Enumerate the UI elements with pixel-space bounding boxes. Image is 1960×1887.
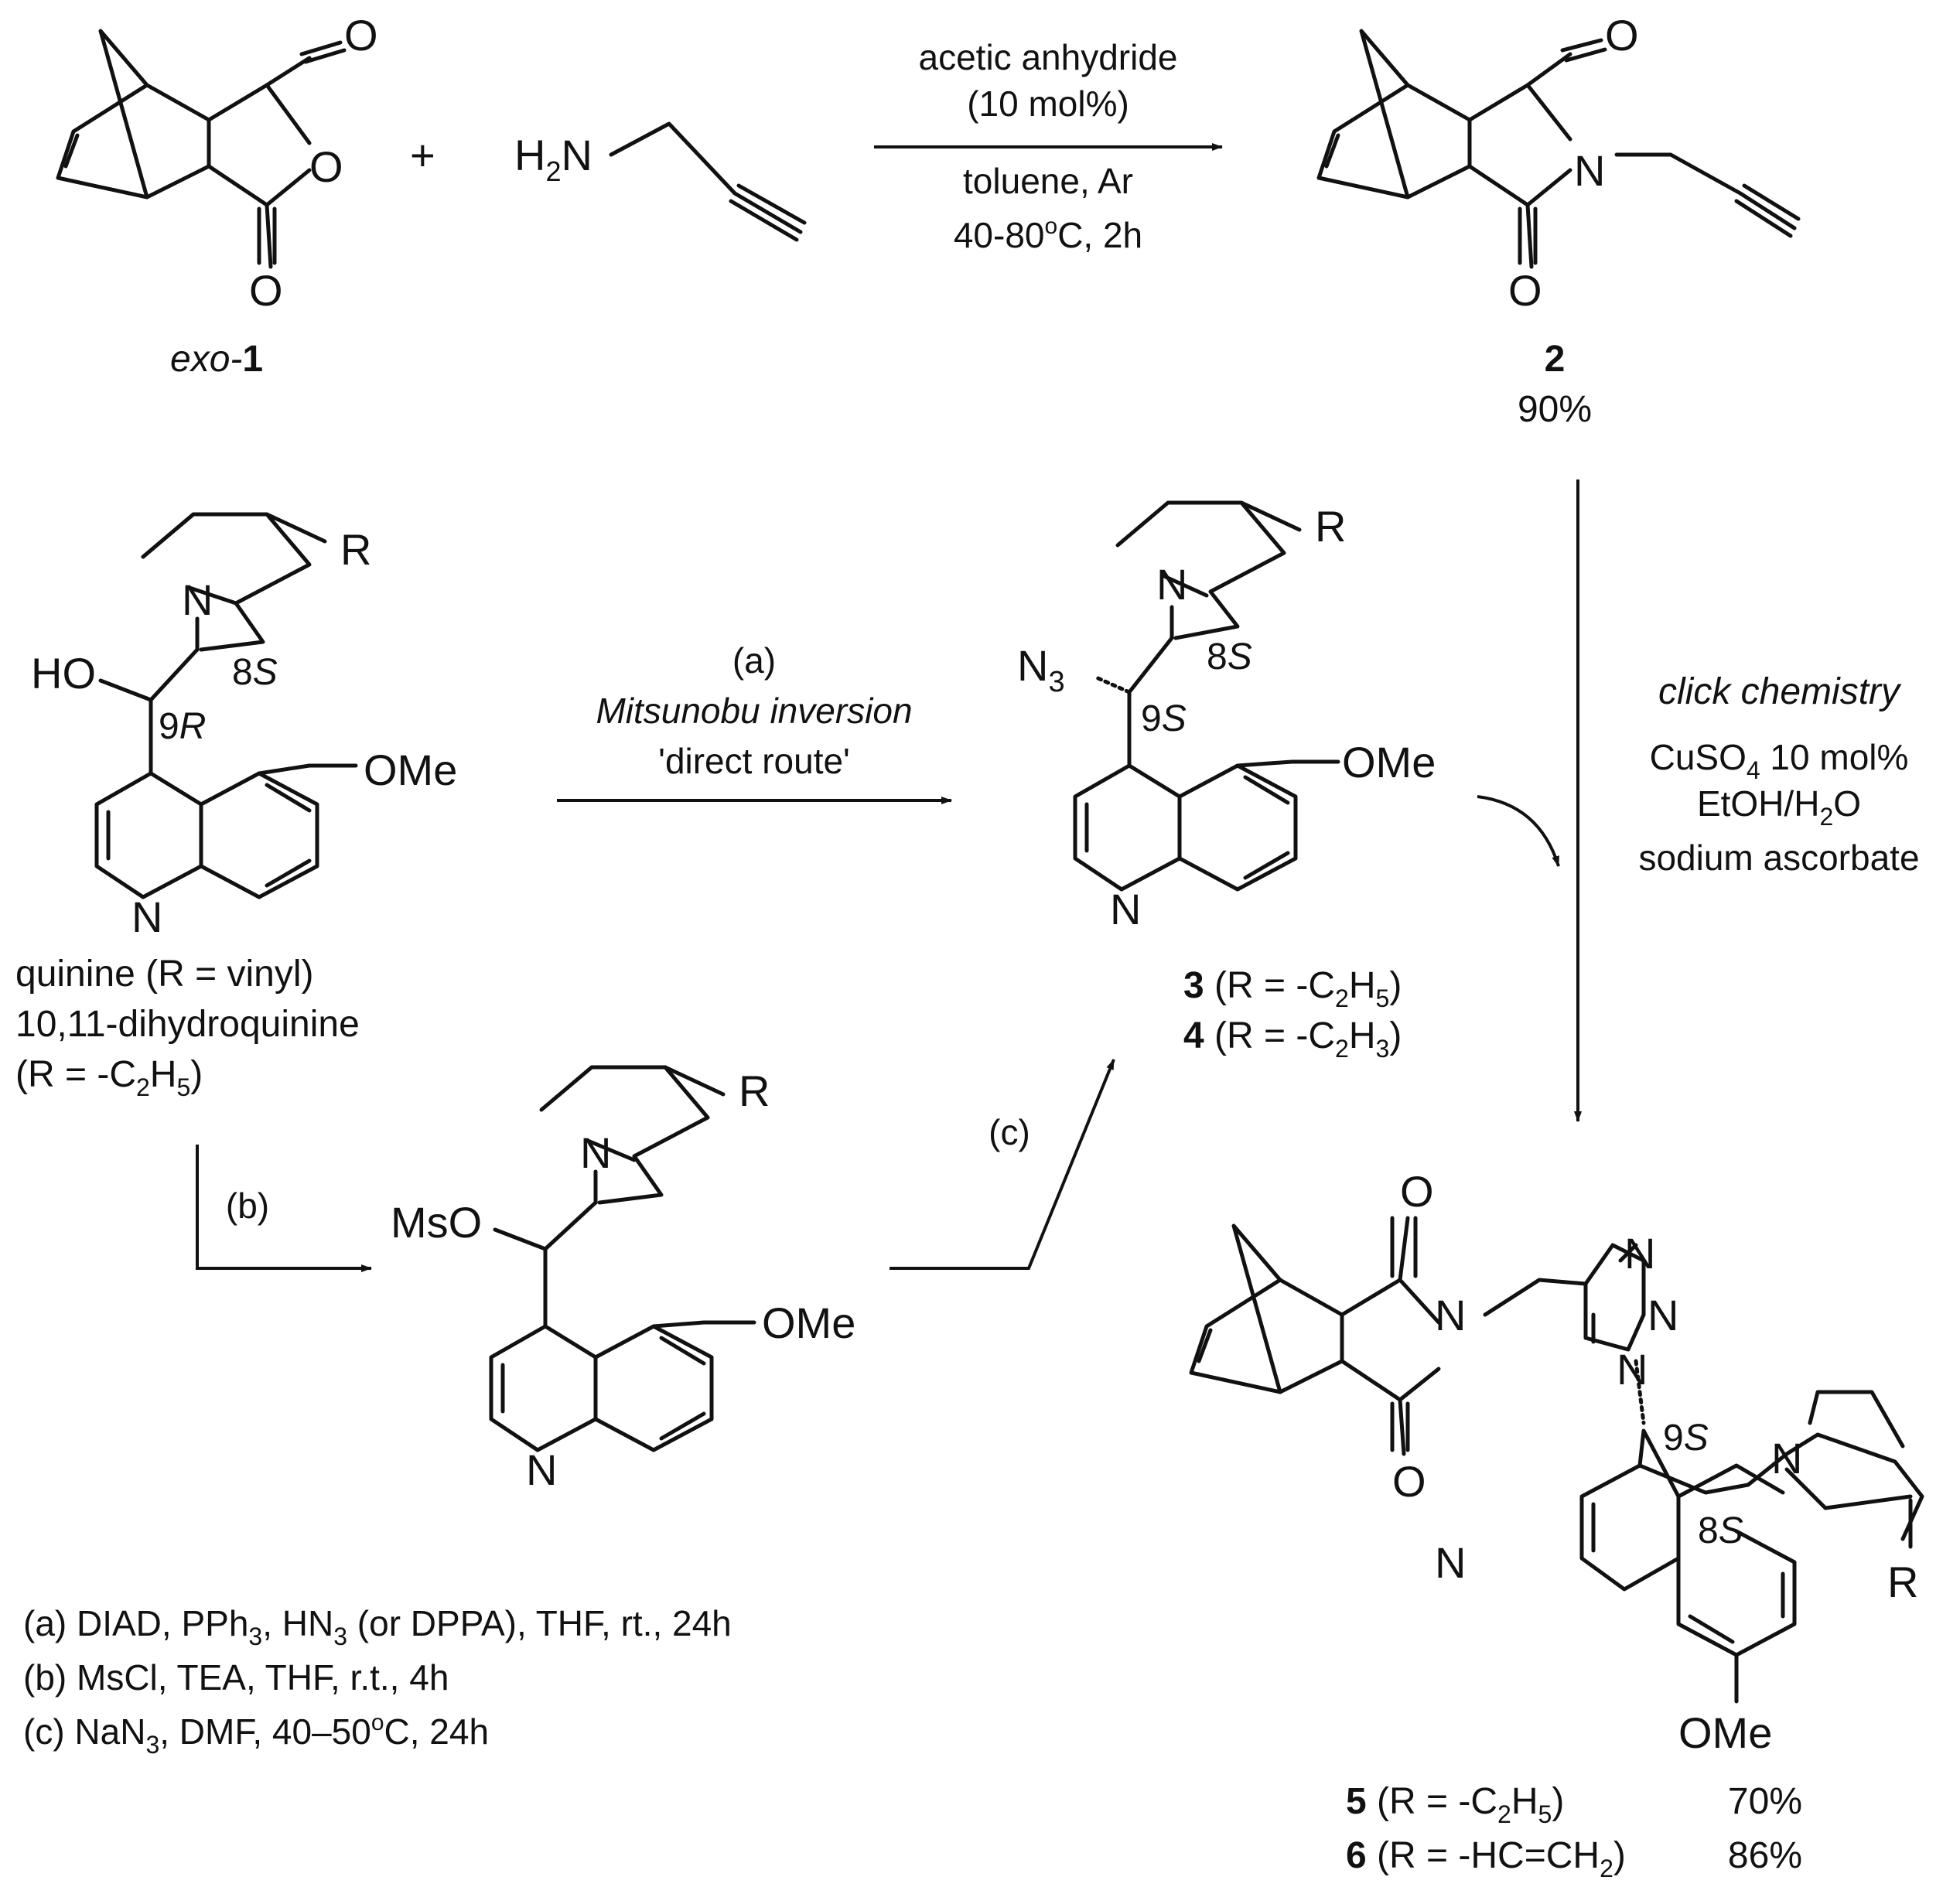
click-ascorbate: sodium ascorbate <box>1638 838 1919 878</box>
quinine-n-ring: N <box>131 892 162 941</box>
mesylate-structure: MsO OMe N N R <box>391 1065 855 1494</box>
footnote-b: (b) MsCl, TEA, THF, r.t., 4h <box>23 1657 449 1698</box>
step-a-mitsunobu: Mitsunobu inversion <box>596 691 912 731</box>
mesylate-ome: OMe <box>762 1298 855 1347</box>
click-title: click chemistry <box>1658 671 1902 712</box>
product-triazole-n1: N <box>1624 1229 1655 1278</box>
azide-n-bridge: N <box>1156 560 1187 609</box>
quinine-ome: OMe <box>364 746 457 794</box>
mesylate-n-ring: N <box>526 1445 557 1494</box>
step-c-label: (c) <box>989 1112 1030 1152</box>
imide2-o-bottom: O <box>1508 266 1542 315</box>
footnote-c: (c) NaN3, DMF, 40–50oC, 24h <box>23 1710 489 1759</box>
product-o-top: O <box>1400 1167 1434 1216</box>
quinine-r: R <box>340 525 371 574</box>
compound-6-yield: 86% <box>1728 1835 1802 1876</box>
compound-3-line: 3 (R = -C2H5) <box>1183 965 1402 1012</box>
exo1-label: exo-1 <box>170 339 263 380</box>
step-a-label: (a) <box>732 640 776 681</box>
click-cuso4: CuSO4 10 mol% <box>1650 737 1909 784</box>
quinine-ho: HO <box>31 649 96 698</box>
azide-r: R <box>1315 502 1346 551</box>
azide-ome: OMe <box>1342 738 1436 787</box>
propargylamine-structure: H2N <box>514 121 807 242</box>
compound-2-yield: 90% <box>1518 389 1592 430</box>
exo1-carbonyl-o-bottom: O <box>249 266 283 315</box>
azide-structure: N3 OMe N N R 9S 8S <box>1017 500 1436 933</box>
cond-mol: (10 mol%) <box>967 84 1129 124</box>
compound-6-line: 6 (R = -HC=CH2) <box>1346 1835 1626 1882</box>
azide-9S: 9S <box>1141 698 1187 739</box>
product-n-ring: N <box>1435 1538 1466 1587</box>
step-b-label: (b) <box>226 1186 269 1226</box>
quinine-n-bridge: N <box>182 575 213 624</box>
cond-acetic: acetic anhydride <box>919 37 1178 77</box>
imide2-n: N <box>1574 146 1605 195</box>
step-c-arrow <box>890 1059 1115 1270</box>
azide-8S: 8S <box>1207 636 1252 677</box>
mesylate-n-bridge: N <box>580 1128 611 1177</box>
compound-5-line: 5 (R = -C2H5) <box>1346 1781 1564 1828</box>
exo1-carbonyl-o-top: O <box>344 11 378 60</box>
azide-n3: N3 <box>1017 641 1065 698</box>
quinine-structure: HO OMe N N R 9R 8S <box>31 512 457 941</box>
mesylate-mso: MsO <box>391 1198 482 1247</box>
quinine-name-2: 10,11-dihydroquinine <box>15 1004 360 1045</box>
product-ome: OMe <box>1678 1708 1772 1757</box>
product-triazole-n2: N <box>1648 1291 1678 1339</box>
product-8S: 8S <box>1698 1510 1743 1551</box>
compound-4-line: 4 (R = -C2H3) <box>1183 1015 1402 1063</box>
quinine-8S: 8S <box>232 652 278 693</box>
amine-h2n: H2N <box>514 131 592 187</box>
exo1-ring-o: O <box>309 142 343 191</box>
product-triazole-n3: N <box>1617 1345 1648 1394</box>
click-solvent: EtOH/H2O <box>1697 783 1861 831</box>
cond-temp: 40-80oC, 2h <box>954 213 1142 255</box>
mesylate-r: R <box>739 1066 770 1115</box>
quinine-name-1: quinine (R = vinyl) <box>15 954 314 995</box>
product-9S: 9S <box>1663 1418 1709 1459</box>
step-b-arrow <box>196 1145 372 1272</box>
plus-sign: + <box>410 131 435 179</box>
product-r: R <box>1887 1558 1918 1606</box>
compound-2-number: 2 <box>1545 339 1566 380</box>
product-o-bottom: O <box>1392 1457 1426 1506</box>
footnote-a: (a) DIAD, PPh3, HN3 (or DPPA), THF, rt.,… <box>23 1603 732 1650</box>
product-n-bridge: N <box>1771 1434 1802 1483</box>
azide-to-click-arrow <box>1477 795 1560 867</box>
product-imide-n: N <box>1435 1291 1466 1339</box>
exo-1-structure: O O O <box>56 11 378 315</box>
imide-2-structure: O N O <box>1316 11 1801 315</box>
compound-5-yield: 70% <box>1728 1781 1802 1822</box>
quinine-name-3: (R = -C2H5) <box>15 1054 203 1101</box>
quinine-9R: 9R <box>159 706 206 747</box>
azide-n-ring: N <box>1110 885 1141 933</box>
step-a-route: 'direct route' <box>658 741 850 781</box>
cond-solvent: toluene, Ar <box>963 161 1133 201</box>
imide2-o-top: O <box>1605 11 1639 60</box>
triazole-product-structure: O O N N N N N N OMe R 9S 8S <box>1189 1167 1924 1757</box>
